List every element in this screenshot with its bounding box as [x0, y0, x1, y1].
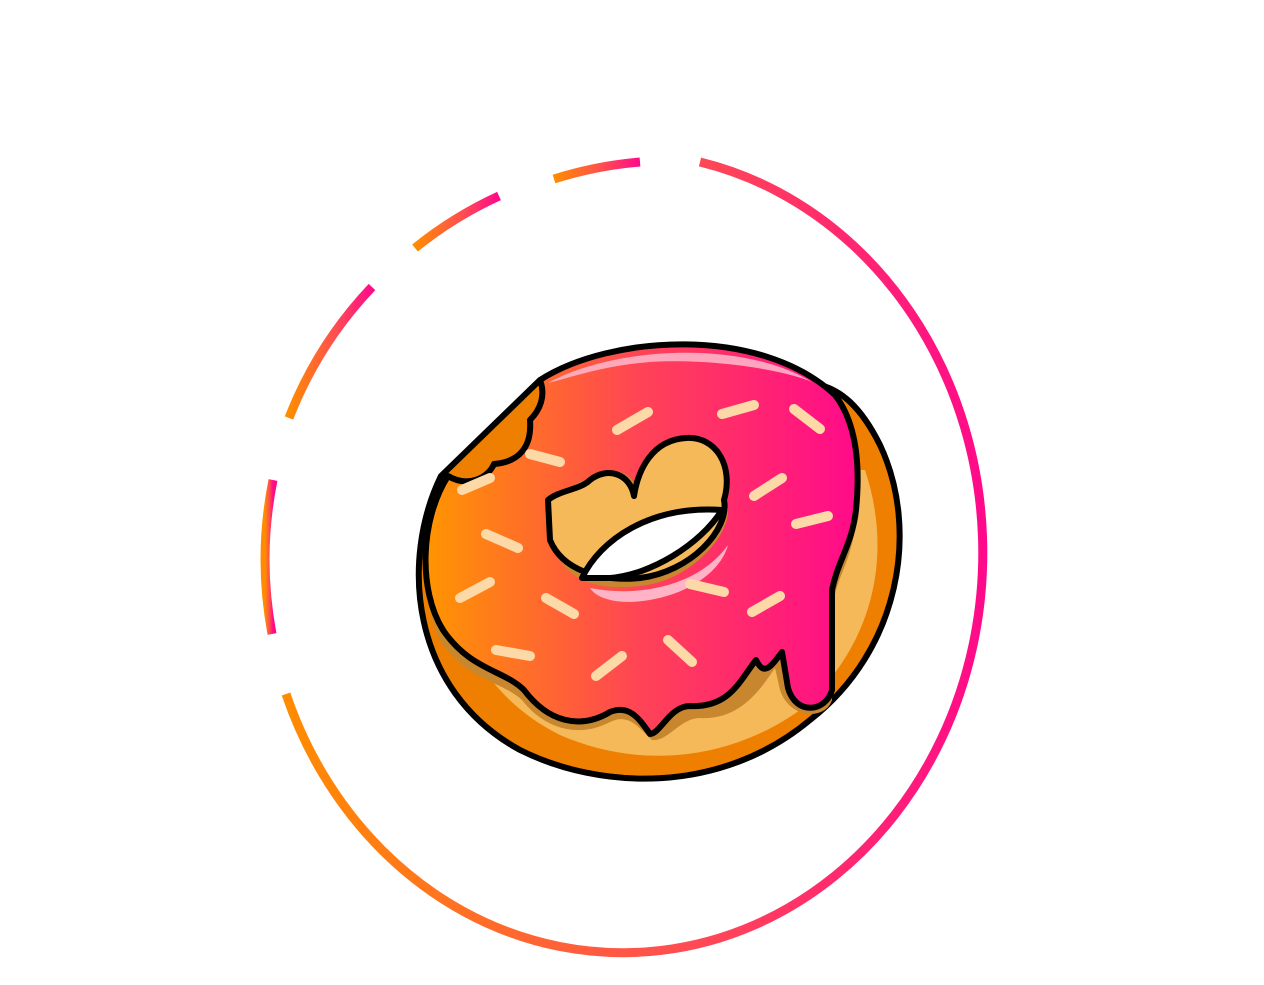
sprinkle [525, 449, 565, 467]
sprinkle [685, 579, 729, 597]
frosting-highlight [548, 352, 812, 383]
sprinkle [491, 645, 535, 661]
progress-ring-icon [260, 157, 988, 958]
sprinkle [749, 473, 787, 501]
ring-solid-arc [281, 157, 988, 958]
sprinkle [457, 473, 495, 495]
ring-dash [552, 157, 641, 184]
bitten-donut-icon [415, 341, 903, 782]
sprinkle [791, 511, 833, 529]
sprinkle [481, 529, 523, 553]
ring-dash [260, 479, 278, 635]
sprinkles [455, 400, 833, 681]
sprinkle [663, 635, 697, 667]
sprinkle [455, 577, 495, 603]
sprinkle [747, 591, 785, 617]
sprinkle [717, 400, 759, 419]
sprinkle [789, 404, 825, 434]
hole-rim-highlight [590, 545, 728, 602]
sprinkle [612, 407, 653, 435]
ring-dash [284, 283, 376, 420]
donut-hole-opening [579, 506, 725, 581]
sprinkle [591, 651, 627, 681]
ring-dash [412, 191, 501, 252]
sprinkle [541, 593, 579, 619]
